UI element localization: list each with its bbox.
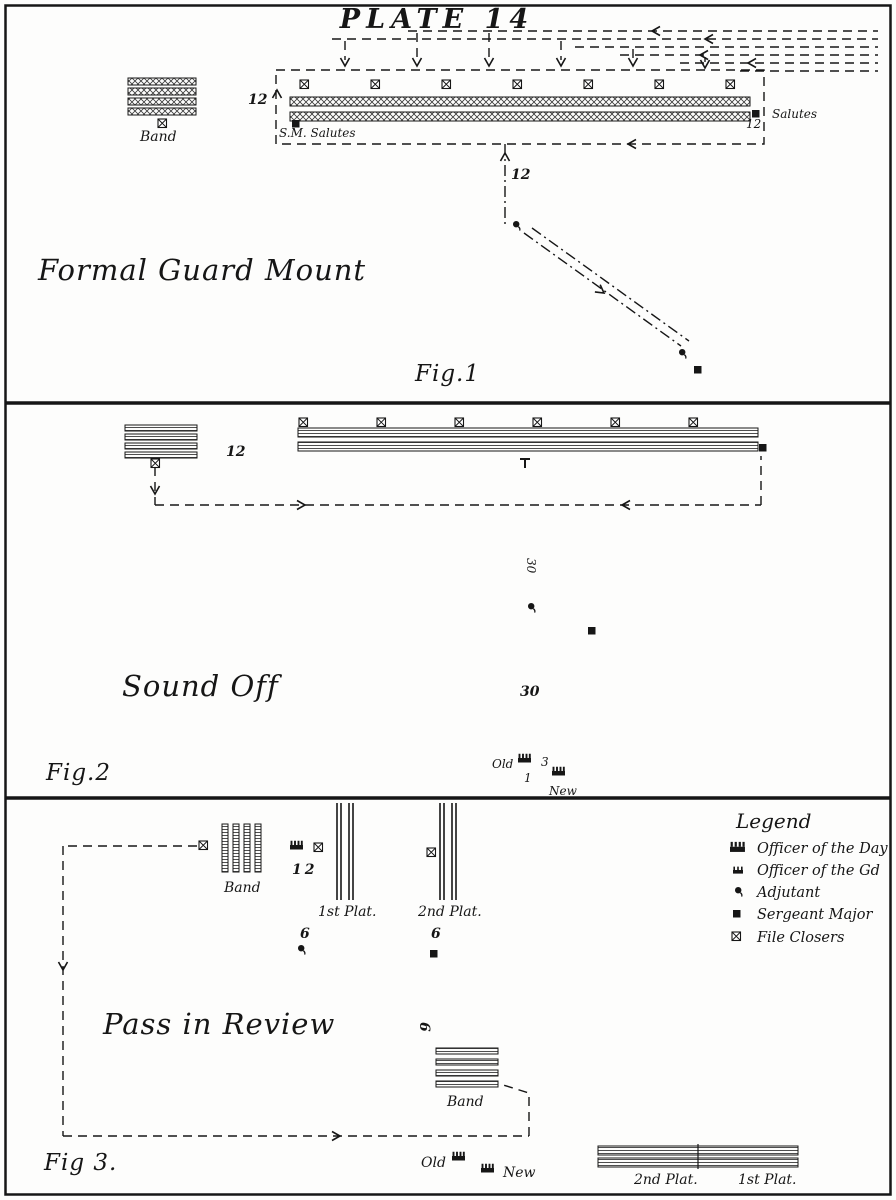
- fig1-formal-guard-mount: Band 12 S.M. Salutes 12 Salutes 12 Forma…: [37, 25, 878, 387]
- file-closer-icon: [313, 842, 324, 853]
- officer-of-the-guard-icon: [732, 865, 744, 875]
- band-label: Band: [139, 129, 177, 145]
- legend-item-label: Sergeant Major: [757, 907, 873, 923]
- band-line-block: Band: [435, 1047, 499, 1110]
- fig3-pass-in-review: Legend Officer of the Day Officer of the…: [43, 803, 888, 1188]
- file-closer-icon: [610, 417, 621, 428]
- band-label: Band: [446, 1094, 484, 1110]
- paces-label: 12: [248, 92, 268, 108]
- sergeant-major-icon: [588, 627, 596, 635]
- file-closer-icon: [376, 417, 387, 428]
- paces-label: 6: [416, 1022, 432, 1032]
- paces-label: 30: [520, 684, 540, 700]
- fig3-caption: Fig 3.: [43, 1150, 117, 1176]
- fig1-title: Formal Guard Mount: [37, 253, 366, 287]
- file-closer-icon: [441, 79, 452, 90]
- band-label: Band: [223, 880, 261, 896]
- sergeant-major-icon: [759, 444, 767, 452]
- legend-title: Legend: [735, 809, 811, 833]
- legend-item-label: File Closers: [756, 930, 844, 946]
- guard-rank-2: [289, 111, 751, 122]
- center-marker-icon: [520, 458, 530, 468]
- file-closer-icon: [426, 847, 437, 858]
- fig1-caption: Fig.1: [414, 361, 480, 387]
- paces-label: 12: [226, 444, 246, 460]
- file-closer-icon: [157, 118, 168, 129]
- first-platoon-column: 1st Plat.: [318, 803, 377, 920]
- band-block: [124, 424, 198, 469]
- new-label: New: [548, 784, 578, 798]
- sergeant-major-icon: [694, 366, 702, 374]
- file-closer-icon: [299, 79, 310, 90]
- sergeant-major-icon: [430, 950, 438, 958]
- fig2-title: Sound Off: [122, 669, 283, 703]
- platoon-label: 2nd Plat.: [633, 1172, 698, 1188]
- file-closer-icon: [370, 79, 381, 90]
- file-closer-icon: [725, 79, 736, 90]
- file-closer-icon: [454, 417, 465, 428]
- file-closer-icon: [298, 417, 309, 428]
- fig3-title: Pass in Review: [102, 1007, 335, 1041]
- file-closer-icon: [150, 458, 161, 469]
- paces-label: 6: [431, 926, 441, 942]
- guard-rank-1: [289, 96, 751, 107]
- paces-label: 12: [746, 117, 761, 131]
- guard-rank-1: [297, 427, 759, 438]
- old-new-officers-group: Old 3 1 New: [492, 752, 578, 798]
- detail-drop-lines: [339, 33, 711, 69]
- count-label: 1: [524, 771, 532, 785]
- plate-title: PLATE 14: [339, 4, 534, 35]
- paces-label: 30: [524, 558, 538, 574]
- platoon-label: 2nd Plat.: [417, 904, 482, 920]
- fig2-sound-off: 12 30 Sound Off 30 Old 3: [45, 417, 767, 798]
- platoon-label: 1st Plat.: [318, 904, 377, 920]
- file-closer-icon: [583, 79, 594, 90]
- new-label: New: [502, 1165, 536, 1181]
- legend: Legend Officer of the Day Officer of the…: [728, 809, 888, 946]
- sergeant-major-icon: [733, 910, 741, 918]
- count-label: 3: [541, 755, 549, 769]
- old-label: Old: [492, 757, 514, 771]
- band-block: Band: [127, 77, 197, 145]
- guard-line-dashed-box: [275, 69, 765, 145]
- old-new-officers-group: Old New: [421, 1150, 536, 1181]
- file-closer-icon: [654, 79, 665, 90]
- old-label: Old: [421, 1155, 446, 1171]
- platoons-in-line: 2nd Plat. 1st Plat.: [597, 1144, 799, 1188]
- file-closer-icon: [532, 417, 543, 428]
- review-march-route: [57, 845, 530, 1142]
- outer-frame: [4, 4, 892, 1196]
- paces-label: 6: [300, 926, 310, 942]
- band-troop-route: [149, 456, 762, 511]
- fig2-caption: Fig.2: [45, 760, 111, 786]
- paces-label: 12: [292, 862, 317, 878]
- approach-route-dashes: [332, 25, 878, 72]
- band-column-block: Band: [221, 823, 262, 896]
- paces-label: 12: [511, 167, 531, 183]
- legend-item-label: Officer of the Day: [757, 841, 888, 857]
- platoon-label: 1st Plat.: [738, 1172, 797, 1188]
- file-closer-icon: [688, 417, 699, 428]
- second-platoon-column: 2nd Plat.: [417, 803, 482, 920]
- salutes-label: Salutes: [772, 107, 817, 121]
- guard-rank-2: [297, 441, 759, 452]
- file-closer-icon: [198, 840, 209, 851]
- file-closer-icon: [512, 79, 523, 90]
- legend-item-label: Adjutant: [755, 885, 820, 901]
- legend-item-label: Officer of the Gd: [757, 863, 880, 879]
- file-closers-icon: [731, 931, 742, 942]
- sm-salutes-label: S.M. Salutes: [279, 126, 356, 140]
